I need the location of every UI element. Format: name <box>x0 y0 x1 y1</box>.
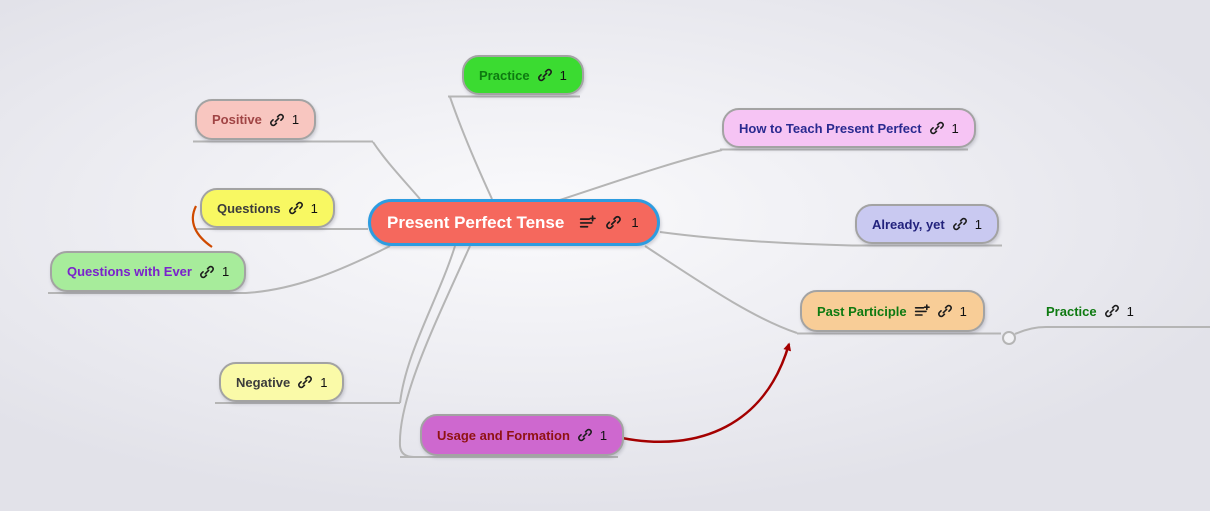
node-past-participle[interactable]: Past Participle 1 <box>800 290 985 332</box>
connector-how-to-teach <box>559 149 723 201</box>
node-positive[interactable]: Positive 1 <box>195 99 317 140</box>
connector-past-participle <box>644 245 798 334</box>
connector-group <box>48 95 1210 458</box>
connector-usage-formation <box>398 245 471 458</box>
node-label: Positive <box>212 112 262 127</box>
node-label: Questions with Ever <box>67 264 192 279</box>
link-arrow-usage-to-past-participle[interactable] <box>621 342 792 444</box>
node-how-to-teach-present-perfect[interactable]: How to Teach Present Perfect 1 <box>722 108 976 148</box>
connector-practice-top <box>449 96 493 200</box>
node-questions[interactable]: Questions 1 <box>200 188 335 228</box>
node-usage-and-formation[interactable]: Usage and Formation 1 <box>420 414 625 456</box>
connector-questions-with-ever <box>245 245 391 294</box>
link-count: 1 <box>320 374 328 390</box>
node-label: How to Teach Present Perfect <box>739 120 922 136</box>
notes-icon[interactable] <box>579 214 597 231</box>
node-present-perfect-tense[interactable]: Present Perfect Tense 1 <box>368 199 660 246</box>
link-count: 1 <box>951 120 959 136</box>
link-count: 1 <box>959 303 967 319</box>
node-practice-sub[interactable]: Practice 1 <box>1046 298 1134 324</box>
link-count: 1 <box>559 67 567 83</box>
node-label: Usage and Formation <box>437 427 570 443</box>
link-count: 1 <box>291 112 300 127</box>
node-negative[interactable]: Negative 1 <box>219 362 345 402</box>
collapse-toggle[interactable] <box>1002 331 1016 345</box>
link-arrow-questions-to-questions-with-ever[interactable] <box>191 205 213 248</box>
link-icon[interactable] <box>269 112 285 128</box>
link-count: 1 <box>221 264 230 279</box>
link-count: 1 <box>1126 303 1134 319</box>
link-icon[interactable] <box>199 264 215 280</box>
link-icon[interactable] <box>297 374 313 390</box>
node-already-yet[interactable]: Already, yet 1 <box>855 204 999 244</box>
link-count: 1 <box>974 216 982 232</box>
node-label: Already, yet <box>872 216 945 232</box>
node-label: Practice <box>479 67 530 83</box>
link-count: 1 <box>310 200 318 216</box>
node-practice[interactable]: Practice 1 <box>462 55 584 95</box>
link-count: 1 <box>599 427 608 443</box>
connector-practice-child <box>1014 326 1047 335</box>
connector-positive <box>372 141 421 200</box>
node-label: Questions <box>217 200 281 216</box>
connector-already-yet <box>659 231 853 247</box>
link-icon[interactable] <box>1104 303 1120 319</box>
node-label: Practice <box>1046 303 1097 319</box>
link-icon[interactable] <box>288 200 304 216</box>
node-label: Negative <box>236 374 291 390</box>
link-icon[interactable] <box>929 120 945 136</box>
node-questions-with-ever[interactable]: Questions with Ever 1 <box>50 251 247 292</box>
node-label: Past Participle <box>817 303 907 319</box>
link-icon[interactable] <box>952 216 968 232</box>
link-icon[interactable] <box>577 427 593 443</box>
connector-negative <box>399 245 456 404</box>
notes-icon[interactable] <box>914 303 930 319</box>
link-count: 1 <box>631 215 639 230</box>
link-icon[interactable] <box>537 67 553 83</box>
link-icon[interactable] <box>937 303 953 319</box>
node-label: Present Perfect Tense <box>387 212 565 232</box>
link-icon[interactable] <box>605 214 622 231</box>
